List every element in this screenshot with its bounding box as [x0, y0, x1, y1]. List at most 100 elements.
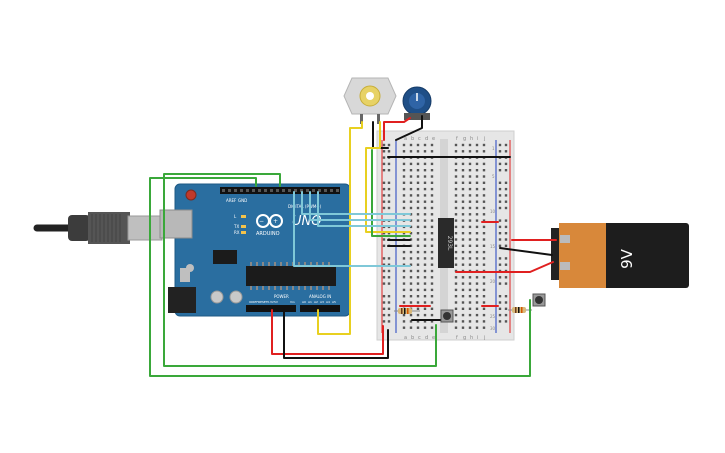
breadboard-hole[interactable] [454, 326, 458, 329]
breadboard-hole[interactable] [409, 326, 413, 329]
breadboard-hole[interactable] [454, 206, 458, 210]
breadboard-hole[interactable] [461, 213, 465, 216]
breadboard-hole[interactable] [423, 225, 427, 229]
breadboard-hole[interactable] [454, 200, 458, 203]
breadboard-hole[interactable] [468, 232, 472, 235]
breadboard-hole[interactable] [498, 301, 502, 304]
breadboard-hole[interactable] [382, 200, 386, 203]
breadboard-hole[interactable] [402, 288, 406, 292]
breadboard-hole[interactable] [504, 181, 508, 184]
breadboard-hole[interactable] [498, 320, 502, 323]
breadboard-hole[interactable] [475, 143, 479, 147]
breadboard-hole[interactable] [454, 213, 458, 216]
breadboard-hole[interactable] [475, 238, 479, 241]
breadboard-hole[interactable] [430, 326, 434, 329]
breadboard-hole[interactable] [475, 250, 479, 254]
breadboard-hole[interactable] [382, 150, 386, 153]
breadboard-hole[interactable] [382, 232, 386, 235]
breadboard-hole[interactable] [387, 232, 391, 235]
breadboard-hole[interactable] [498, 219, 502, 222]
breadboard-hole[interactable] [468, 187, 472, 191]
breadboard-hole[interactable] [430, 244, 434, 247]
button-2-cap[interactable] [535, 296, 543, 304]
breadboard-hole[interactable] [387, 320, 391, 323]
breadboard-hole[interactable] [498, 282, 502, 285]
breadboard-hole[interactable] [504, 225, 508, 229]
breadboard-hole[interactable] [402, 200, 406, 203]
breadboard-hole[interactable] [504, 313, 508, 317]
breadboard-hole[interactable] [504, 263, 508, 266]
wire-cyan-1[interactable] [301, 191, 411, 215]
breadboard-hole[interactable] [498, 263, 502, 266]
breadboard-hole[interactable] [504, 307, 508, 310]
breadboard-hole[interactable] [402, 320, 406, 323]
breadboard-hole[interactable] [387, 276, 391, 279]
breadboard-hole[interactable] [482, 263, 486, 266]
breadboard-hole[interactable] [430, 282, 434, 285]
breadboard-hole[interactable] [468, 238, 472, 241]
breadboard-hole[interactable] [387, 269, 391, 273]
breadboard-hole[interactable] [504, 150, 508, 153]
breadboard-hole[interactable] [382, 276, 386, 279]
breadboard-hole[interactable] [468, 313, 472, 317]
breadboard-hole[interactable] [416, 320, 420, 323]
breadboard-hole[interactable] [475, 206, 479, 210]
breadboard-hole[interactable] [430, 194, 434, 197]
breadboard-hole[interactable] [475, 320, 479, 323]
breadboard-hole[interactable] [423, 213, 427, 216]
breadboard-hole[interactable] [382, 307, 386, 310]
breadboard-hole[interactable] [423, 250, 427, 254]
breadboard-hole[interactable] [461, 200, 465, 203]
breadboard-hole[interactable] [430, 307, 434, 310]
breadboard-hole[interactable] [475, 181, 479, 184]
breadboard-hole[interactable] [387, 307, 391, 310]
breadboard-hole[interactable] [402, 232, 406, 235]
breadboard-hole[interactable] [475, 288, 479, 292]
breadboard-hole[interactable] [382, 269, 386, 273]
breadboard-hole[interactable] [402, 206, 406, 210]
breadboard-hole[interactable] [430, 187, 434, 191]
breadboard-hole[interactable] [454, 194, 458, 197]
breadboard-hole[interactable] [402, 313, 406, 317]
breadboard-hole[interactable] [430, 206, 434, 210]
breadboard-hole[interactable] [498, 187, 502, 191]
breadboard-hole[interactable] [468, 150, 472, 153]
breadboard-hole[interactable] [416, 232, 420, 235]
breadboard-hole[interactable] [468, 250, 472, 254]
breadboard-hole[interactable] [482, 206, 486, 210]
breadboard-hole[interactable] [409, 175, 413, 178]
breadboard-hole[interactable] [461, 307, 465, 310]
breadboard-hole[interactable] [504, 169, 508, 172]
breadboard-hole[interactable] [475, 187, 479, 191]
wire-black-battery[interactable] [499, 247, 553, 256]
motor-driver-ic[interactable]: 293L [438, 218, 454, 268]
breadboard-hole[interactable] [498, 143, 502, 147]
resistor-1[interactable] [394, 308, 420, 314]
breadboard-hole[interactable] [475, 175, 479, 178]
breadboard-hole[interactable] [430, 250, 434, 254]
breadboard-hole[interactable] [461, 244, 465, 247]
breadboard-hole[interactable] [454, 244, 458, 247]
breadboard-hole[interactable] [475, 200, 479, 203]
breadboard-hole[interactable] [504, 301, 508, 304]
breadboard-hole[interactable] [387, 200, 391, 203]
breadboard-hole[interactable] [382, 143, 386, 147]
breadboard-hole[interactable] [454, 295, 458, 298]
battery-9v[interactable]: 9V [551, 223, 689, 288]
breadboard-hole[interactable] [482, 313, 486, 317]
breadboard-hole[interactable] [461, 187, 465, 191]
breadboard-hole[interactable] [382, 162, 386, 166]
breadboard-hole[interactable] [454, 257, 458, 260]
breadboard-hole[interactable] [409, 269, 413, 273]
breadboard-hole[interactable] [430, 213, 434, 216]
breadboard-hole[interactable] [409, 169, 413, 172]
breadboard-hole[interactable] [409, 257, 413, 260]
breadboard-hole[interactable] [387, 257, 391, 260]
breadboard-hole[interactable] [402, 326, 406, 329]
breadboard-hole[interactable] [382, 187, 386, 191]
breadboard-hole[interactable] [482, 213, 486, 216]
breadboard-hole[interactable] [468, 175, 472, 178]
breadboard-hole[interactable] [482, 326, 486, 329]
breadboard-hole[interactable] [475, 257, 479, 260]
breadboard-hole[interactable] [430, 276, 434, 279]
